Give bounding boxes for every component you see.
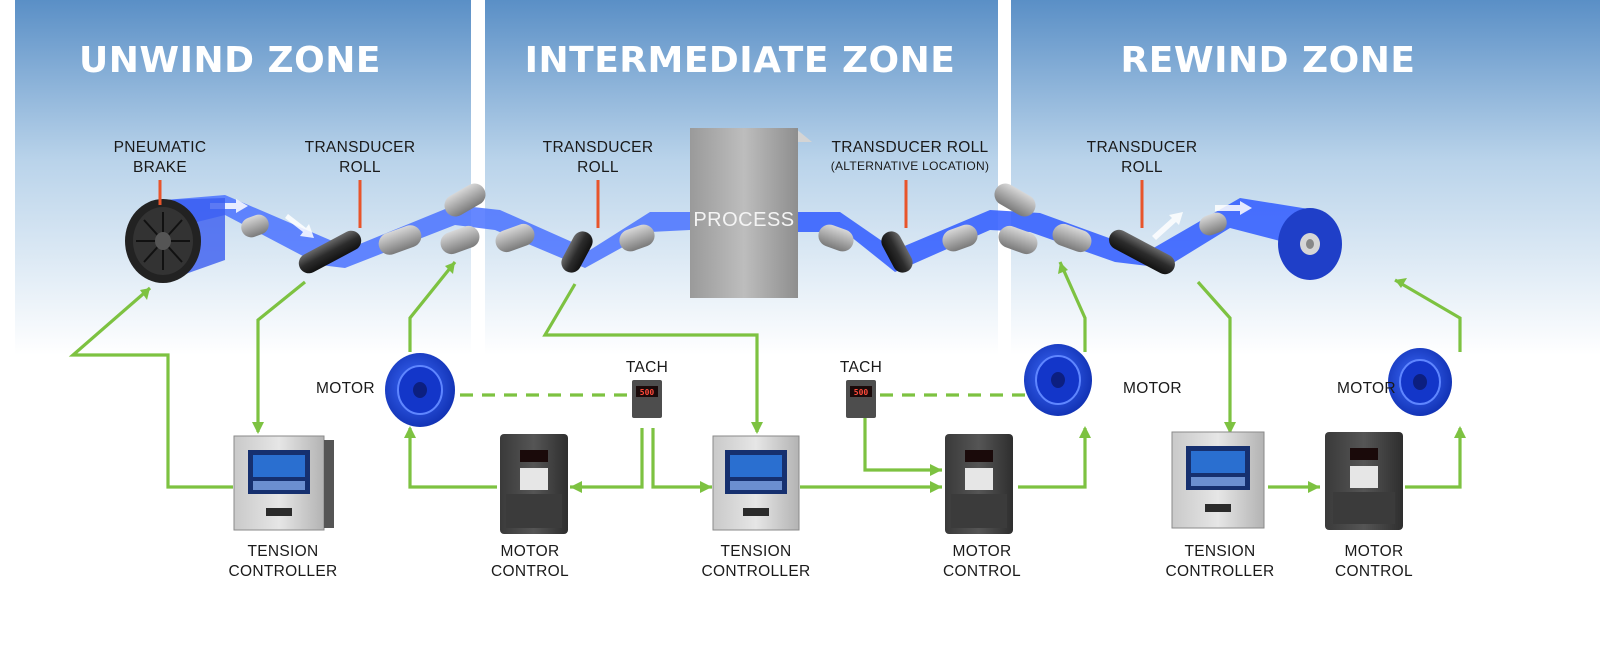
pneumatic-brake-label-1: PNEUMATIC xyxy=(114,139,207,156)
tach-1: 500 xyxy=(632,380,662,418)
tension-controller-2-label-2: CONTROLLER xyxy=(702,563,811,580)
transducer-roll-unwind-label-1: TRANSDUCER xyxy=(305,139,416,156)
transducer-roll-rewind-label-1: TRANSDUCER xyxy=(1087,139,1198,156)
motor-control-2-label-2: CONTROL xyxy=(943,563,1021,580)
tension-controller-3-label-2: CONTROLLER xyxy=(1166,563,1275,580)
motor-control-1-label-2: CONTROL xyxy=(491,563,569,580)
tach-label-2: TACH xyxy=(840,359,882,376)
tension-controller-3 xyxy=(1171,431,1265,529)
motor-label-2: MOTOR xyxy=(1123,380,1182,397)
tension-controller-2-label-1: TENSION xyxy=(721,543,792,560)
tach-1-display: 500 xyxy=(640,388,655,397)
motor-1 xyxy=(385,353,455,427)
tension-controller-3-label-1: TENSION xyxy=(1185,543,1256,560)
motor-label-1: MOTOR xyxy=(316,380,375,397)
motor-control-3-label-2: CONTROL xyxy=(1335,563,1413,580)
tension-controller-2 xyxy=(712,435,800,531)
transducer-roll-alt-label-2: (ALTERNATIVE LOCATION) xyxy=(831,159,990,173)
tension-controller-1-label-2: CONTROLLER xyxy=(229,563,338,580)
transducer-rolls xyxy=(298,229,1175,275)
unwind-zone-title: UNWIND ZONE xyxy=(79,40,381,81)
wire-arrowheads xyxy=(140,262,1466,493)
tach-2-display: 500 xyxy=(854,388,869,397)
web-direction-arrows xyxy=(210,199,1252,240)
pneumatic-brake-label-2: BRAKE xyxy=(133,159,187,176)
tach-2: 500 xyxy=(846,380,876,418)
motor-label-3: MOTOR xyxy=(1337,380,1396,397)
tension-controller-1 xyxy=(233,435,334,531)
idler-rolls xyxy=(241,183,1227,255)
process-unit: PROCESS xyxy=(690,128,812,298)
motor-3 xyxy=(1388,348,1452,416)
tension-controller-1-label-1: TENSION xyxy=(248,543,319,560)
motor-control-1 xyxy=(500,434,568,534)
transducer-roll-alt-label-1: TRANSDUCER ROLL xyxy=(832,139,989,156)
transducer-roll-rewind-label-2: ROLL xyxy=(1121,159,1163,176)
transducer-roll-intermediate-label-2: ROLL xyxy=(577,159,619,176)
unwind-zone-panel xyxy=(15,0,471,355)
motor-2 xyxy=(1024,344,1092,416)
motor-control-1-label-1: MOTOR xyxy=(501,543,560,560)
signal-wires xyxy=(68,260,1462,489)
transducer-roll-intermediate-label-1: TRANSDUCER xyxy=(543,139,654,156)
transducer-roll-unwind-label-2: ROLL xyxy=(339,159,381,176)
intermediate-zone-title: INTERMEDIATE ZONE xyxy=(525,40,956,81)
motor-control-3 xyxy=(1325,432,1403,530)
motor-control-3-label-1: MOTOR xyxy=(1345,543,1404,560)
rewind-zone-title: REWIND ZONE xyxy=(1121,40,1416,81)
motor-control-2-label-1: MOTOR xyxy=(953,543,1012,560)
process-label: PROCESS xyxy=(693,209,794,231)
rewind-roll xyxy=(1278,208,1342,280)
tach-label-1: TACH xyxy=(626,359,668,376)
motor-control-2 xyxy=(945,434,1013,534)
rewind-zone-panel xyxy=(1011,0,1600,355)
unwind-roll xyxy=(125,198,225,283)
